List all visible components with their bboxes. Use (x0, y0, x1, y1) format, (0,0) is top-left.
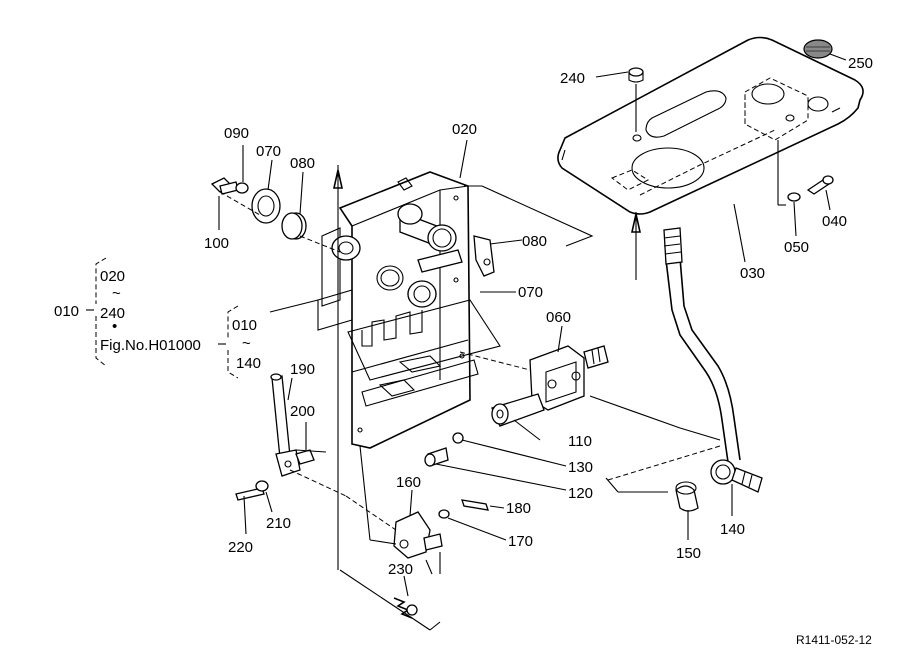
bullet-mark: • (112, 318, 117, 335)
bearing-set-left (210, 177, 341, 253)
spring-230 (393, 597, 418, 619)
label-160: 160 (396, 474, 421, 491)
label-020-range: 020 (100, 268, 125, 285)
rod-190 (270, 373, 315, 477)
label-140: 140 (720, 521, 745, 538)
label-120: 120 (568, 485, 593, 502)
tilde-b: ~ (242, 335, 251, 352)
label-100: 100 (204, 235, 229, 252)
label-250: 250 (848, 55, 873, 72)
label-200: 200 (290, 403, 315, 420)
label-190: 190 (290, 361, 315, 378)
label-010-range: 010 (232, 317, 257, 334)
label-230: 230 (388, 561, 413, 578)
label-150: 150 (676, 545, 701, 562)
label-210: 210 (266, 515, 291, 532)
label-030: 030 (740, 265, 765, 282)
label-170: 170 (508, 533, 533, 550)
label-130: 130 (568, 459, 593, 476)
label-180: 180 (506, 500, 531, 517)
range-bracket-right (218, 305, 239, 379)
range-bracket-left (86, 257, 107, 367)
drawing-code: R1411-052-12 (796, 633, 872, 647)
label-080-a: 080 (290, 155, 315, 172)
pin-220 (235, 480, 269, 501)
label-020: 020 (452, 121, 477, 138)
label-060: 060 (546, 309, 571, 326)
label-110: 110 (568, 433, 592, 450)
top-plate-030 (557, 36, 864, 215)
label-050: 050 (784, 239, 809, 256)
label-070-b: 070 (518, 284, 543, 301)
tilde-a: ~ (112, 285, 121, 302)
label-240-range: 240 (100, 305, 125, 322)
label-040: 040 (822, 213, 847, 230)
assembly-lines (269, 165, 721, 631)
cap-240 (628, 67, 644, 132)
disc-250 (803, 39, 833, 59)
pin-110 (491, 393, 545, 427)
label-090: 090 (224, 125, 249, 142)
frame-020 (317, 171, 501, 449)
label-010: 010 (54, 303, 79, 320)
label-080-b: 080 (522, 233, 547, 250)
shift-lever-140 (607, 227, 763, 512)
label-140-range: 140 (236, 355, 261, 372)
bolt-120 (424, 432, 464, 467)
leader-lines (218, 53, 847, 597)
fig-ref: Fig.No.H01000 (100, 337, 201, 354)
bearing-set-right (407, 280, 437, 308)
label-240: 240 (560, 70, 585, 87)
label-070-a: 070 (256, 143, 281, 160)
bracket-060 (529, 345, 609, 411)
label-220: 220 (228, 539, 253, 556)
bolt-040 (777, 140, 834, 206)
arm-160 (393, 499, 489, 559)
